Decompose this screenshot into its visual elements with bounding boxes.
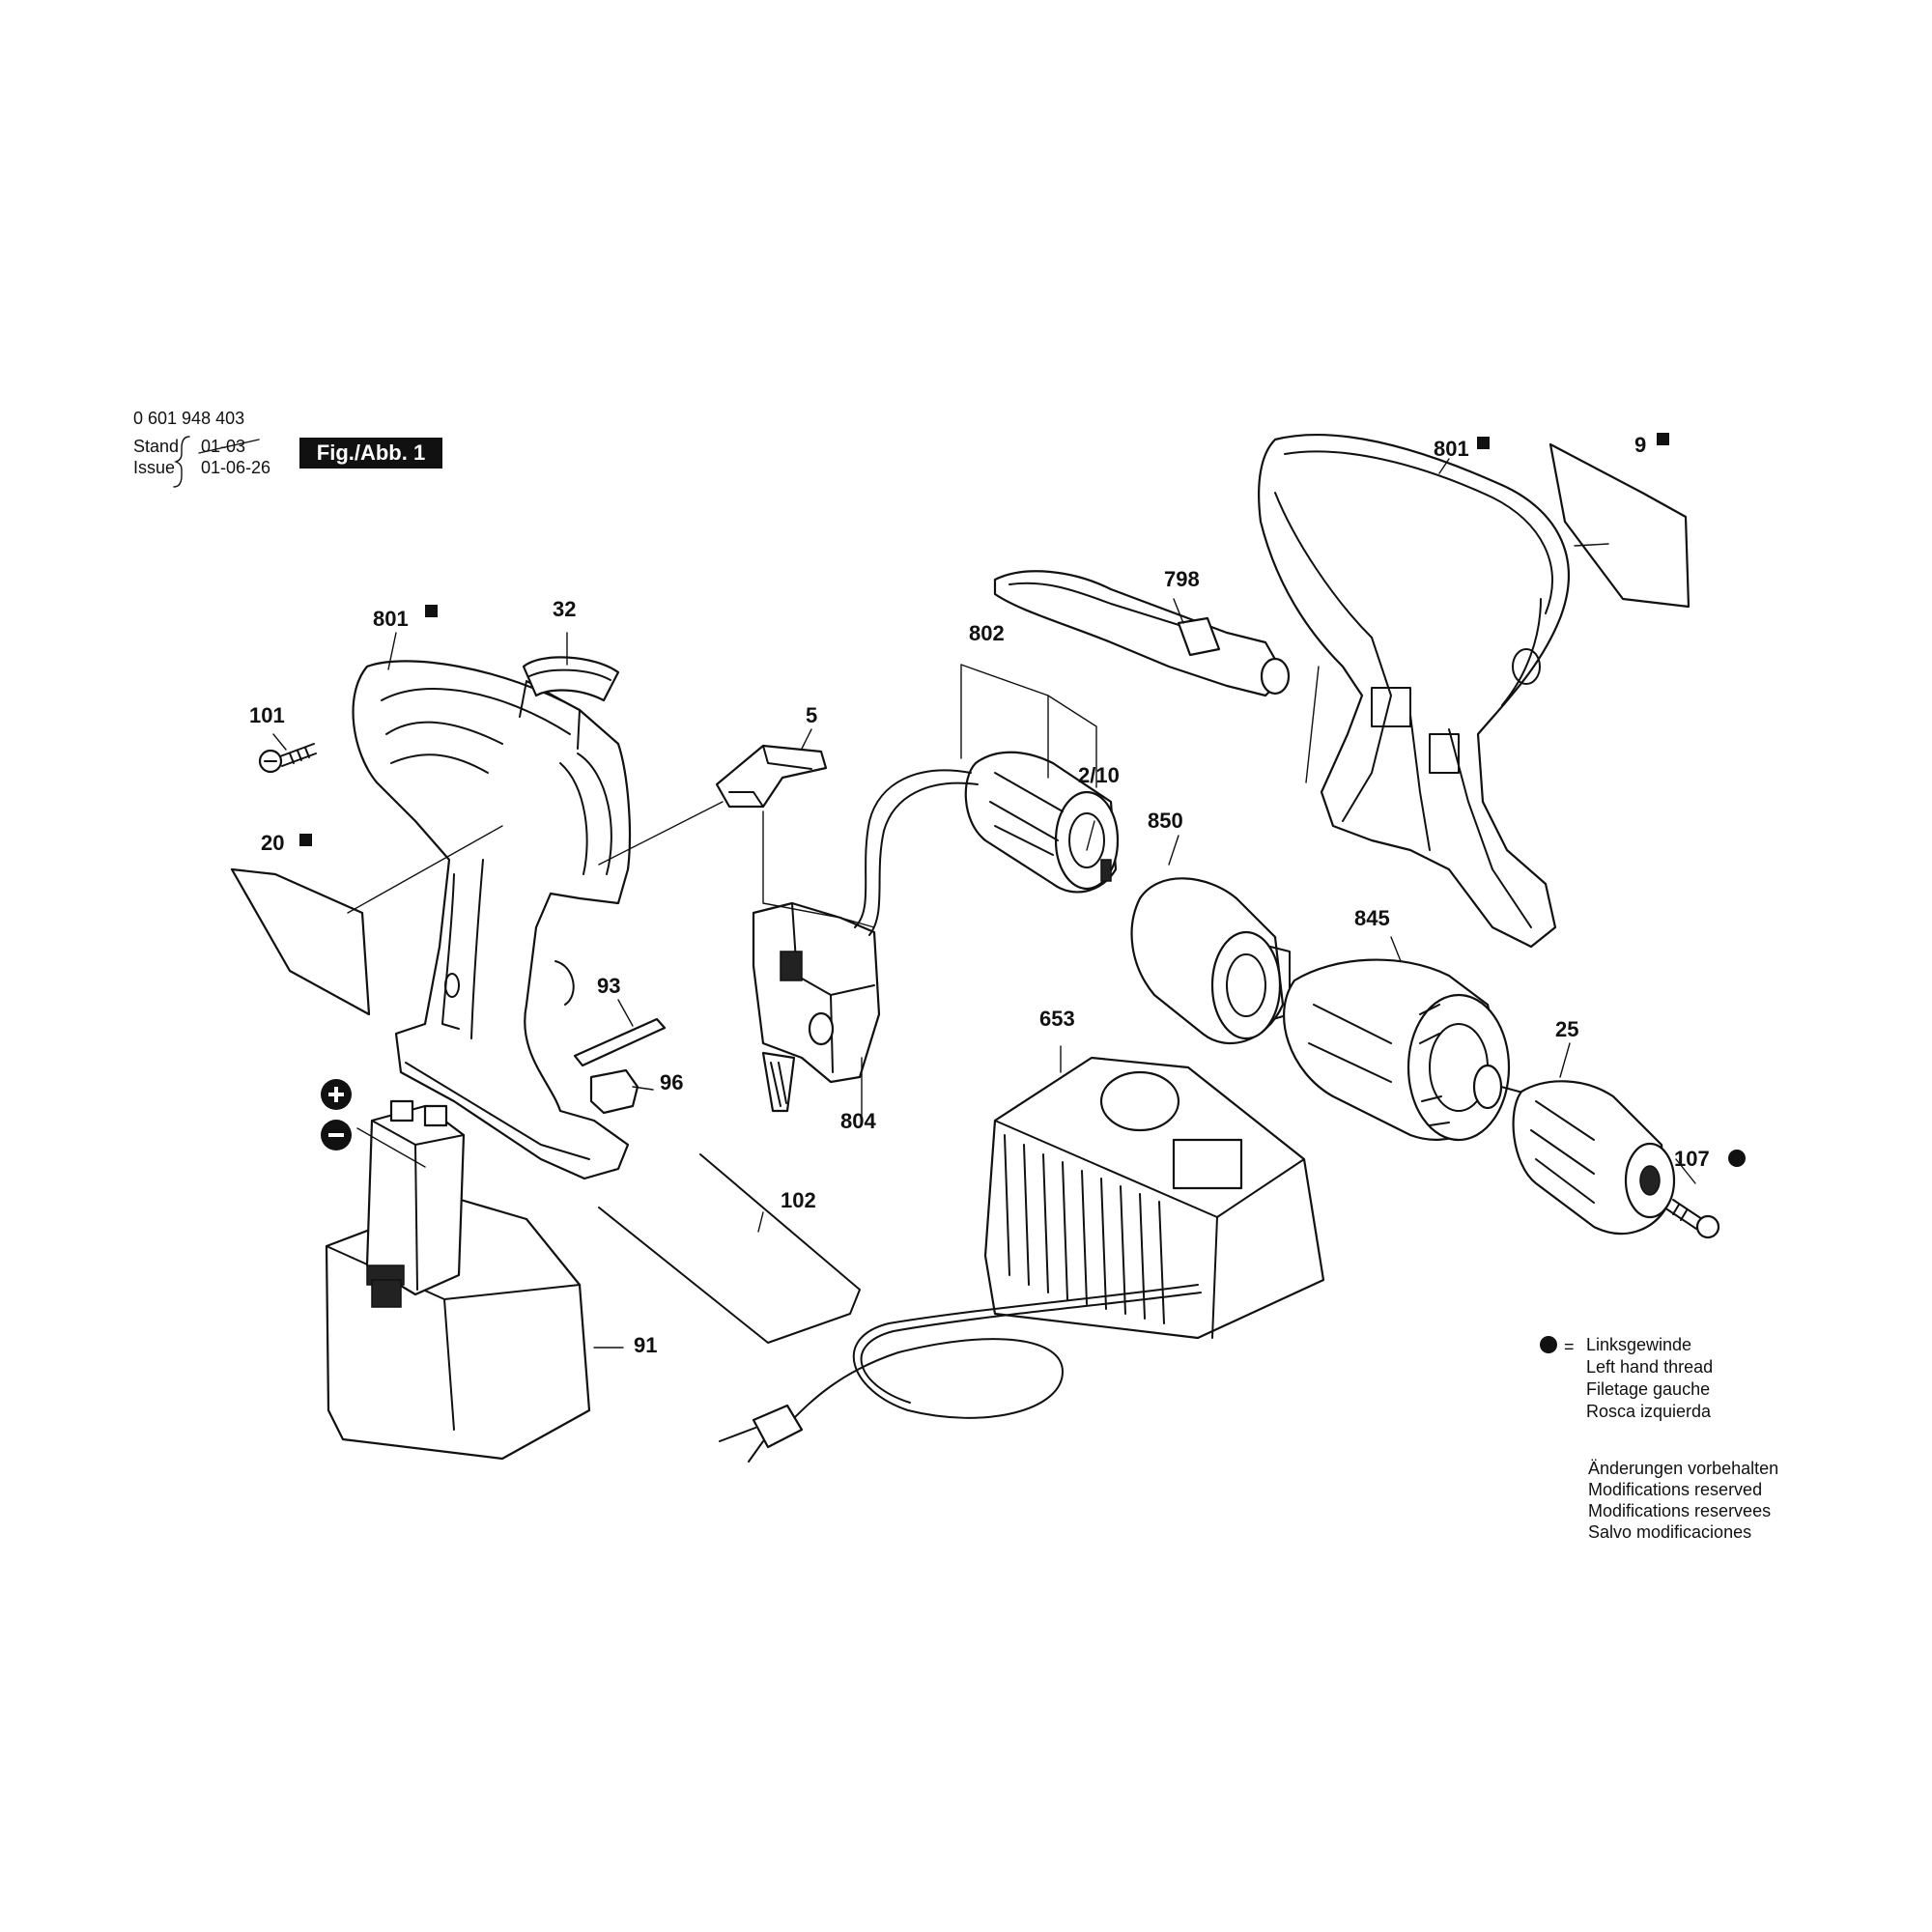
charger-shape: [983, 1056, 1325, 1340]
cap-shape: [522, 656, 620, 702]
callout-9: 9: [1634, 433, 1646, 457]
housing-left-shape: [352, 660, 632, 1180]
issue-label: Issue: [133, 458, 176, 477]
legend-left-thread-en: Left hand thread: [1586, 1357, 1714, 1377]
square-marker-icon: [299, 834, 312, 846]
legend-left-thread-es: Rosca izquierda: [1586, 1402, 1712, 1421]
callout-102: 102: [781, 1188, 816, 1212]
chuck-screw-shape: [1666, 1199, 1720, 1239]
wire-clip-shape: [598, 1153, 861, 1344]
callout-32: 32: [553, 597, 576, 621]
legend-modifications-en: Modifications reserved: [1588, 1480, 1763, 1499]
issue-date: 01-06-26: [201, 458, 271, 477]
part-number: 0 601 948 403: [133, 409, 245, 428]
callout-93: 93: [597, 974, 620, 998]
callout-101: 101: [249, 703, 285, 727]
legend-left-thread-de: Linksgewinde: [1586, 1335, 1692, 1354]
label-9-shape: [1548, 442, 1690, 609]
square-marker-icon: [1657, 433, 1669, 445]
callout-5: 5: [806, 703, 817, 727]
callout-96: 96: [660, 1070, 683, 1094]
square-marker-icon: [1477, 437, 1490, 449]
filled-dot-icon: [1728, 1150, 1746, 1167]
legend-modifications-es: Salvo modificaciones: [1588, 1522, 1752, 1542]
callout-25: 25: [1555, 1017, 1578, 1041]
power-cord-shape: [719, 1284, 1202, 1463]
callout-20: 20: [261, 831, 284, 855]
stand-label: Stand: [133, 437, 180, 456]
callout-91: 91: [634, 1333, 657, 1357]
callout-804: 804: [840, 1109, 876, 1133]
gearbox-shape: [1283, 958, 1527, 1142]
stand-date: 01-03: [201, 437, 246, 456]
callout-801-left: 801: [373, 607, 409, 631]
callout-850: 850: [1148, 809, 1183, 833]
legend-equals: =: [1564, 1337, 1575, 1356]
gear-ring-shape: [1130, 877, 1291, 1045]
battery-shape: [325, 1099, 591, 1461]
housing-right-shape: [1258, 433, 1570, 949]
strap-shape: [993, 570, 1291, 697]
plus-icon: [321, 1079, 352, 1110]
legend-modifications-de: Änderungen vorbehalten: [1588, 1459, 1779, 1478]
strike-line: [198, 439, 260, 454]
callout-2-10: 2/10: [1078, 763, 1120, 787]
filled-dot-icon: [1540, 1336, 1557, 1353]
clip-shape: [715, 744, 828, 809]
callout-801-right: 801: [1434, 437, 1469, 461]
motor-shape: [854, 751, 1120, 936]
screw-shape: [258, 743, 317, 774]
callout-798: 798: [1164, 567, 1200, 591]
legend-left-thread-fr: Filetage gauche: [1586, 1379, 1711, 1399]
label-20-shape: [230, 867, 371, 1016]
chuck-shape: [1512, 1080, 1676, 1236]
callout-802: 802: [969, 621, 1005, 645]
minus-icon: [321, 1120, 352, 1151]
header-brace: [173, 436, 190, 488]
switch-shape: [752, 901, 881, 1113]
callout-653: 653: [1039, 1007, 1075, 1031]
figure-badge: Fig./Abb. 1: [299, 438, 442, 469]
bit-shape: [573, 1017, 667, 1067]
holder-shape: [589, 1068, 639, 1115]
callout-107: 107: [1674, 1147, 1710, 1171]
leader-lines: [272, 458, 1696, 1349]
legend-modifications-fr: Modifications reservees: [1588, 1501, 1772, 1520]
square-marker-icon: [425, 605, 438, 617]
callout-845: 845: [1354, 906, 1390, 930]
